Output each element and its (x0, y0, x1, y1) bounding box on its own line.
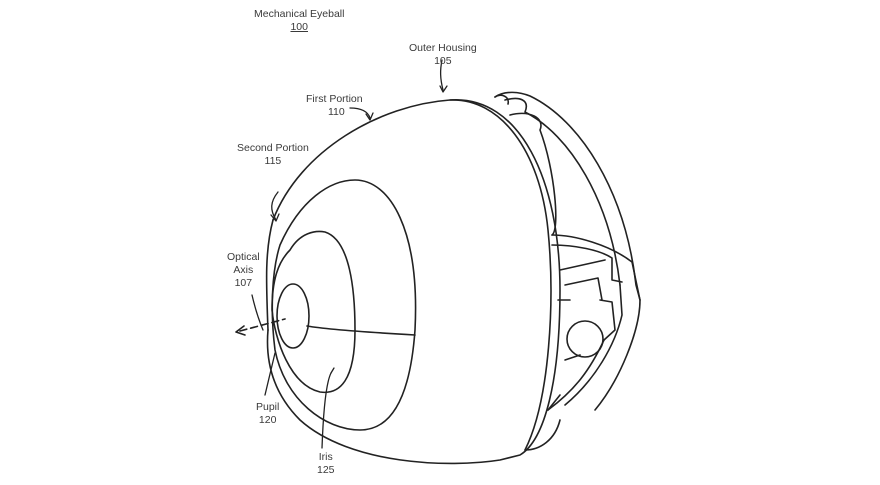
label-name: Iris (318, 451, 333, 463)
optical-axis-arrow (235, 318, 286, 336)
label-ref: 115 (264, 155, 282, 167)
rear-bracket (494, 91, 641, 411)
second-portion-outline (271, 179, 417, 431)
figure-title: Mechanical Eyeball 100 (254, 8, 344, 34)
label-name: First Portion (306, 93, 363, 105)
label-ref: 110 (328, 106, 345, 118)
label-pupil: Pupil 120 (256, 401, 279, 427)
label-iris: Iris 125 (317, 451, 335, 477)
label-outer-housing: Outer Housing 105 (409, 42, 477, 68)
bearing-circle (566, 320, 604, 358)
iris-outline (271, 230, 356, 394)
label-name-line1: Optical (227, 251, 260, 263)
equator-line (306, 325, 416, 336)
leader-lines (251, 59, 448, 449)
label-name: Pupil (256, 401, 280, 413)
label-name: Outer Housing (409, 42, 477, 54)
label-ref: 120 (258, 414, 277, 426)
label-optical-axis: Optical Axis 107 (227, 251, 260, 290)
figure-title-ref: 100 (290, 21, 308, 33)
label-ref: 125 (317, 464, 335, 476)
label-ref: 107 (234, 277, 253, 289)
label-first-portion: First Portion 110 (306, 93, 363, 119)
label-second-portion: Second Portion 115 (237, 142, 309, 168)
pupil-outline (276, 283, 310, 349)
label-name-line2: Axis (233, 264, 254, 276)
label-name: Second Portion (237, 142, 309, 154)
label-ref: 105 (434, 55, 452, 67)
outer-housing-shell (265, 99, 561, 465)
figure-title-text: Mechanical Eyeball (254, 8, 345, 20)
